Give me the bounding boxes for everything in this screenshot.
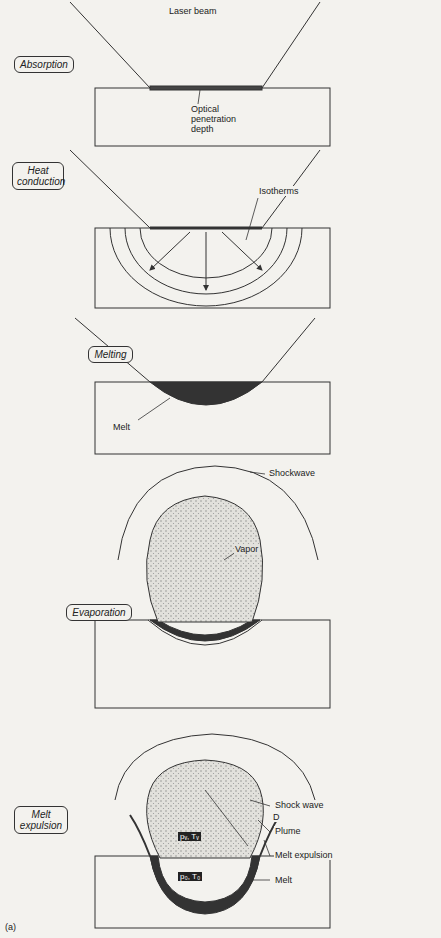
beam-label: Laser beam (168, 6, 218, 16)
shockwave-label: Shock wave (274, 800, 325, 810)
figure-letter: (a) (4, 922, 17, 932)
stage-label: Absorption (19, 59, 69, 70)
vapor-label: Vapor (234, 544, 259, 554)
stage-label-box: Heat conduction (12, 162, 64, 190)
stage-label: Evaporation (71, 607, 127, 618)
stage-label-box: Evaporation (66, 604, 132, 621)
pressure-temperature: pᵥ, Tᵥ (178, 832, 201, 841)
shockwave-label: Shockwave (268, 468, 316, 478)
expulsion-label: Melt expulsion (274, 850, 334, 860)
depth-label: Optical penetration depth (190, 104, 254, 134)
isotherm-label: Isotherms (258, 186, 300, 196)
stage-label-box: Melt expulsion (14, 806, 68, 834)
stage-label-box: Melting (88, 346, 133, 363)
stage-label: Melt expulsion (19, 809, 63, 831)
melt-label: Melt (274, 875, 293, 885)
stage-label: Heat conduction (17, 165, 59, 187)
stage-label: Melting (93, 349, 128, 360)
melt-label: Melt (112, 422, 131, 432)
diameter-label: D (272, 812, 281, 822)
pressure-temperature: p₀, T₀ (178, 872, 202, 881)
plume-label: Plume (274, 826, 302, 836)
stage-label-box: Absorption (14, 56, 74, 73)
